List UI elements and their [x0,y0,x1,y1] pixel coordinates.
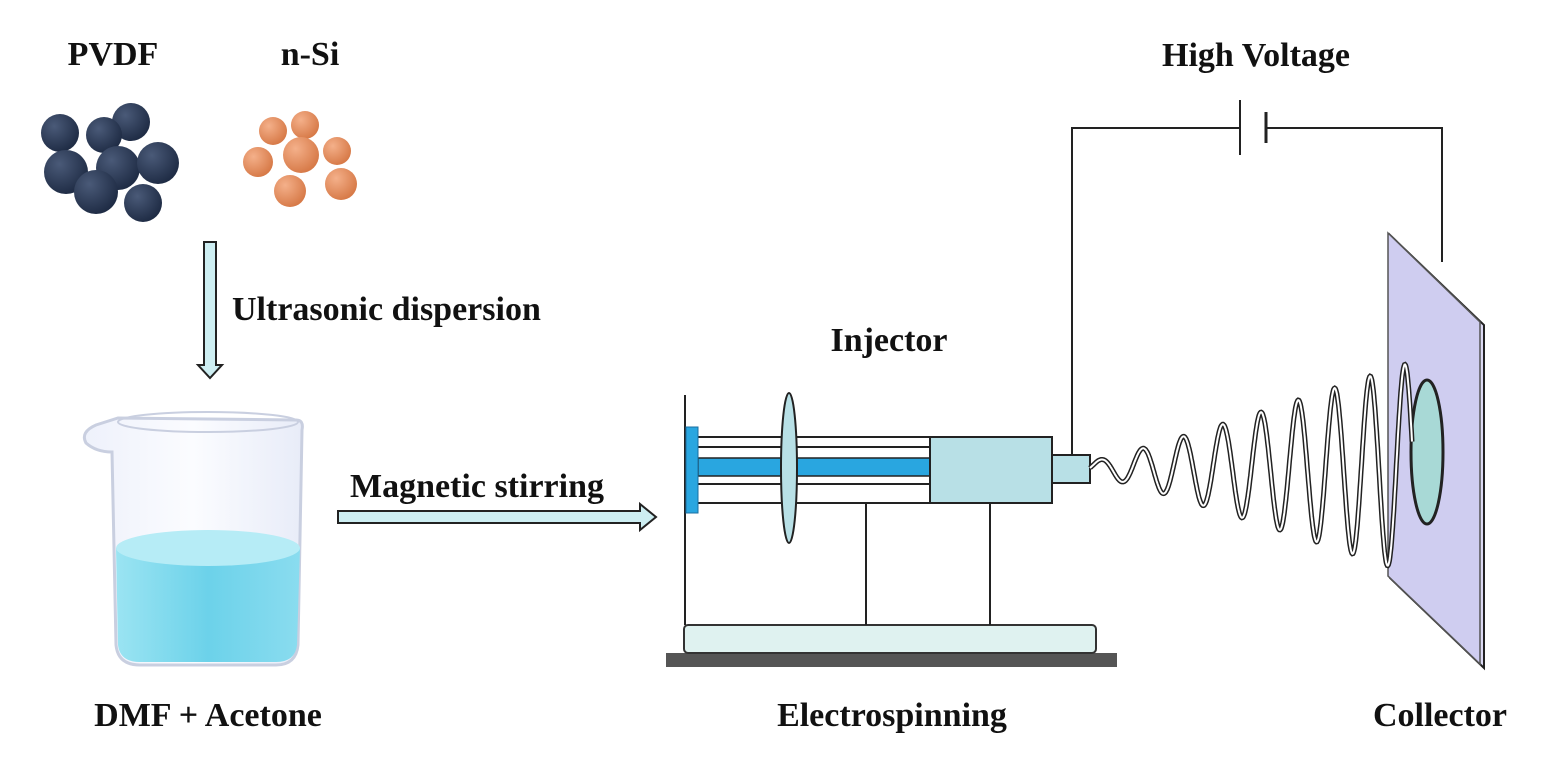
collector-label: Collector [1373,697,1507,734]
high-voltage-circuit [1071,100,1443,455]
pvdf-label: PVDF [68,36,159,73]
fiber-jet-highlight [1089,363,1413,567]
electrospinning-apparatus [666,392,1117,667]
beaker-liquid [116,548,300,662]
solvent-label: DMF + Acetone [94,697,322,734]
syringe-body [929,436,1053,504]
plunger-rod [697,457,931,477]
pvdf-particles [41,103,179,222]
high-voltage-label: High Voltage [1162,37,1350,74]
collector [1387,231,1485,671]
magnetic-stirring-arrow [337,501,658,533]
apparatus-base-bottom [666,653,1117,667]
nsi-particles [243,111,357,207]
collector-target [1409,378,1445,526]
syringe-flange [780,392,798,544]
beaker [82,411,304,667]
nsi-label: n-Si [281,36,340,73]
electrospinning-label: Electrospinning [777,697,1007,734]
magnetic-stirring-label: Magnetic stirring [350,468,604,505]
ultrasonic-label: Ultrasonic dispersion [232,291,541,328]
syringe-needle [1051,454,1091,484]
injector-label: Injector [830,322,947,359]
apparatus-base [683,624,1097,654]
plunger-head [685,426,699,514]
ultrasonic-arrow [195,241,225,380]
